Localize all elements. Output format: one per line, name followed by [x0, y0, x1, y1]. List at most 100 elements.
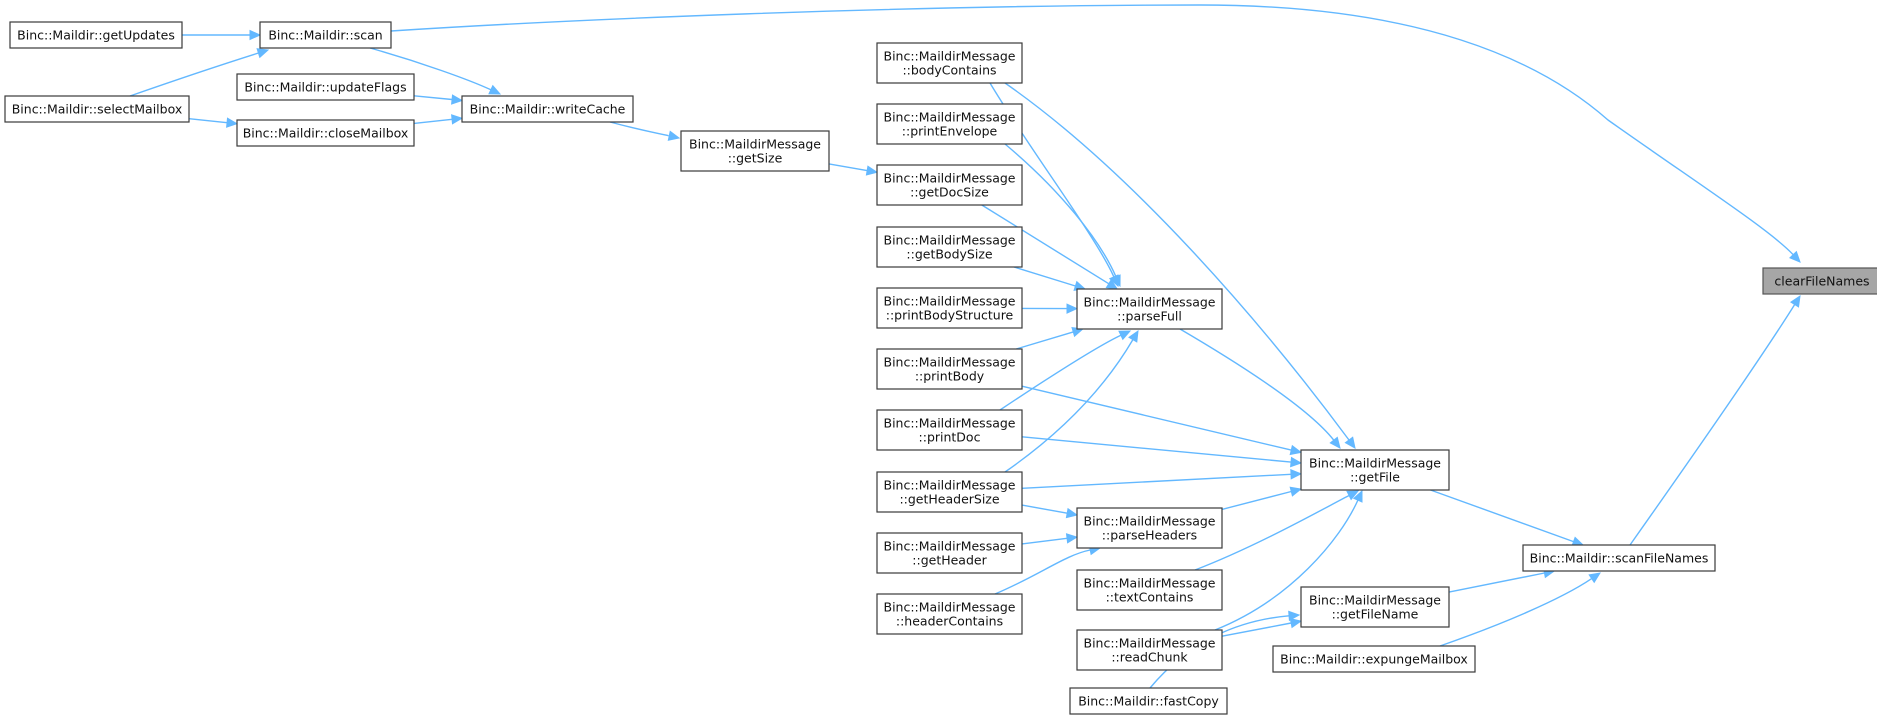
node-printBodyStructure[interactable]: Binc::MaildirMessage::printBodyStructure	[876, 287, 1023, 329]
edge-printDoc-to-parseFull	[999, 330, 1132, 411]
node-readChunk[interactable]: Binc::MaildirMessage::readChunk	[1076, 629, 1223, 671]
edge-line	[1004, 339, 1134, 473]
node-parseHeaders[interactable]: Binc::MaildirMessage::parseHeaders	[1076, 507, 1223, 549]
edge-getBodySize-to-parseFull	[1013, 266, 1087, 291]
edge-line	[1021, 473, 1292, 489]
arrowhead-icon	[451, 114, 464, 125]
edge-line	[413, 118, 453, 125]
node-printBody[interactable]: Binc::MaildirMessage::printBody	[876, 348, 1023, 390]
node-getFile[interactable]: Binc::MaildirMessage::getFile	[1300, 449, 1450, 491]
edge-closeMailbox-to-writeCache	[413, 114, 464, 125]
node-label: Binc::Maildir::closeMailbox	[243, 126, 409, 141]
edge-line	[1021, 537, 1068, 545]
node-label: ::getDocSize	[910, 185, 989, 200]
arrowhead-icon	[1110, 274, 1121, 288]
edge-updateFlags-to-writeCache	[413, 94, 464, 105]
node-printDoc[interactable]: Binc::MaildirMessage::printDoc	[876, 409, 1023, 451]
edge-line	[1629, 304, 1796, 546]
edge-getUpdates-to-scan	[182, 29, 262, 41]
edge-selectMailbox-to-closeMailbox	[188, 117, 239, 128]
node-headerContains[interactable]: Binc::MaildirMessage::headerContains	[876, 593, 1023, 635]
node-getSize[interactable]: Binc::MaildirMessage::getSize	[680, 130, 830, 172]
node-box	[259, 21, 392, 49]
node-box	[876, 409, 1023, 451]
arrowhead-icon	[1065, 507, 1079, 519]
node-scan[interactable]: Binc::Maildir::scan	[259, 21, 392, 49]
node-label: Binc::MaildirMessage	[884, 171, 1016, 186]
node-label: Binc::MaildirMessage	[1084, 514, 1216, 529]
node-fastCopy[interactable]: Binc::Maildir::fastCopy	[1069, 687, 1228, 715]
node-parseFull[interactable]: Binc::MaildirMessage::parseFull	[1076, 288, 1223, 330]
edge-textContains-to-getFile	[1194, 490, 1360, 571]
edge-line	[1013, 266, 1076, 287]
edges	[129, 4, 1801, 689]
node-getDocSize[interactable]: Binc::MaildirMessage::getDocSize	[876, 164, 1023, 206]
node-label: Binc::MaildirMessage	[1309, 593, 1441, 608]
arrowhead-icon	[249, 29, 262, 41]
node-textContains[interactable]: Binc::MaildirMessage::textContains	[1076, 569, 1223, 611]
node-box	[1076, 507, 1223, 549]
node-label: Binc::Maildir::scanFileNames	[1530, 551, 1709, 566]
edge-line	[1430, 489, 1574, 543]
node-label: Binc::MaildirMessage	[884, 478, 1016, 493]
node-expungeMailbox[interactable]: Binc::Maildir::expungeMailbox	[1272, 645, 1476, 673]
node-selectMailbox[interactable]: Binc::Maildir::selectMailbox	[4, 95, 190, 123]
node-box	[236, 73, 415, 101]
node-box	[1272, 645, 1476, 673]
edge-printBody-to-parseFull	[1015, 327, 1084, 350]
node-box	[876, 532, 1023, 574]
edge-writeCache-to-getSize	[609, 121, 681, 141]
node-label: Binc::Maildir::updateFlags	[244, 80, 406, 95]
node-closeMailbox[interactable]: Binc::Maildir::closeMailbox	[236, 119, 415, 147]
arrowhead-icon	[1128, 329, 1139, 343]
node-box	[1300, 449, 1450, 491]
node-label: Binc::MaildirMessage	[884, 110, 1016, 125]
edge-parseHeaders-to-getFile	[1221, 486, 1303, 511]
node-clearFileNames[interactable]: clearFileNames	[1762, 267, 1877, 295]
node-getBodySize[interactable]: Binc::MaildirMessage::getBodySize	[876, 226, 1023, 268]
edge-getHeaderSize-to-parseHeaders	[1021, 504, 1079, 519]
arrowhead-icon	[1065, 533, 1079, 544]
node-box	[876, 471, 1023, 513]
arrowhead-icon	[1105, 278, 1119, 290]
arrowhead-icon	[1329, 436, 1341, 449]
node-getHeader[interactable]: Binc::MaildirMessage::getHeader	[876, 532, 1023, 574]
edge-getFileName-to-scanFileNames	[1448, 567, 1556, 593]
edge-readChunk-to-getFile	[1214, 489, 1363, 631]
arrowhead-icon	[1066, 303, 1079, 314]
node-label: clearFileNames	[1774, 274, 1869, 289]
edge-line	[1221, 622, 1292, 637]
edge-getHeader-to-parseHeaders	[1021, 533, 1079, 545]
node-label: ::printBodyStructure	[886, 308, 1014, 323]
node-scanFileNames[interactable]: Binc::Maildir::scanFileNames	[1522, 544, 1716, 572]
node-updateFlags[interactable]: Binc::Maildir::updateFlags	[236, 73, 415, 101]
node-box	[876, 164, 1023, 206]
edge-line	[1015, 331, 1074, 350]
node-label: Binc::Maildir::writeCache	[470, 102, 626, 117]
node-label: Binc::MaildirMessage	[884, 294, 1016, 309]
node-box	[1076, 288, 1223, 330]
node-label: ::textContains	[1106, 590, 1194, 605]
node-label: Binc::MaildirMessage	[884, 600, 1016, 615]
arrowhead-icon	[865, 165, 879, 176]
node-printEnvelope[interactable]: Binc::MaildirMessage::printEnvelope	[876, 103, 1023, 145]
node-label: Binc::MaildirMessage	[1084, 295, 1216, 310]
arrowhead-icon	[1288, 610, 1301, 622]
arrowhead-icon	[488, 84, 502, 95]
node-getHeaderSize[interactable]: Binc::MaildirMessage::getHeaderSize	[876, 471, 1023, 513]
edge-line	[828, 163, 868, 172]
node-label: Binc::MaildirMessage	[884, 355, 1016, 370]
node-box	[1076, 569, 1223, 611]
edge-line	[981, 204, 1110, 285]
node-label: ::parseHeaders	[1102, 528, 1197, 543]
node-getFileName[interactable]: Binc::MaildirMessage::getFileName	[1300, 586, 1450, 628]
node-getUpdates[interactable]: Binc::Maildir::getUpdates	[9, 21, 183, 49]
node-box	[876, 226, 1023, 268]
node-writeCache[interactable]: Binc::Maildir::writeCache	[461, 95, 634, 123]
edge-line	[1214, 499, 1359, 631]
arrowhead-icon	[451, 94, 464, 105]
nodes: clearFileNamesBinc::Maildir::scanFileNam…	[4, 21, 1877, 715]
node-label: ::headerContains	[896, 614, 1003, 629]
edge-expungeMailbox-to-scanFileNames	[1439, 572, 1602, 647]
node-bodyContains[interactable]: Binc::MaildirMessage::bodyContains	[876, 42, 1023, 84]
